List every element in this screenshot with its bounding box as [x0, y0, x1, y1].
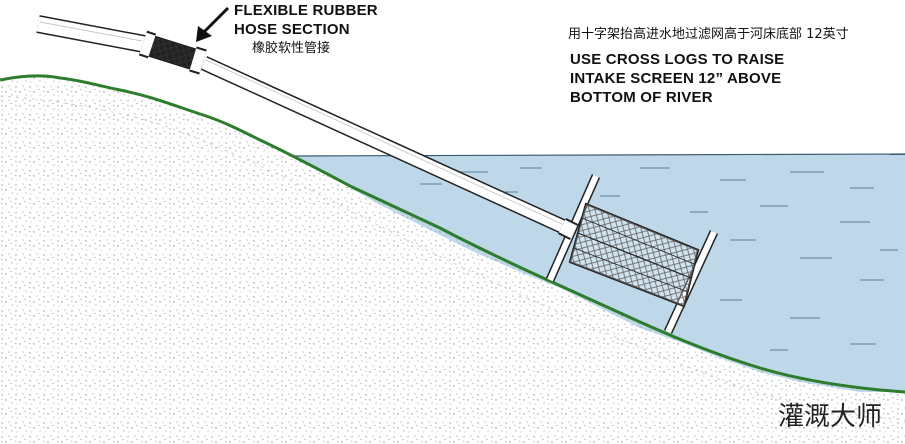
screen-label-line2: INTAKE SCREEN 12” ABOVE [570, 70, 782, 87]
bank-grass-edge [0, 74, 905, 394]
flexible-rubber-hose [138, 30, 207, 75]
watermark-text: 灌溉大师 [778, 402, 883, 432]
water-ripples [420, 167, 898, 351]
pointer-arrow-icon [196, 6, 230, 42]
intake-screen-assembly [545, 174, 719, 334]
screen-label-chinese: 用十字架抬高进水地过滤网高于河床底部 12英寸 [568, 27, 849, 42]
intake-pipe [200, 56, 570, 235]
hose-label-chinese: 橡胶软性管接 [252, 41, 331, 56]
hose-label-line2: HOSE SECTION [234, 21, 350, 38]
hose-clamp-left [138, 30, 157, 59]
river-bank [0, 77, 905, 444]
pipe-flange [557, 217, 579, 241]
screen-label-line1: USE CROSS LOGS TO RAISE [570, 51, 785, 68]
supply-pipe [36, 15, 146, 53]
screen-label-line3: BOTTOM OF RIVER [570, 89, 713, 106]
hose-label-line1: FLEXIBLE RUBBER [234, 2, 378, 19]
hose-clamp-right [189, 46, 207, 75]
